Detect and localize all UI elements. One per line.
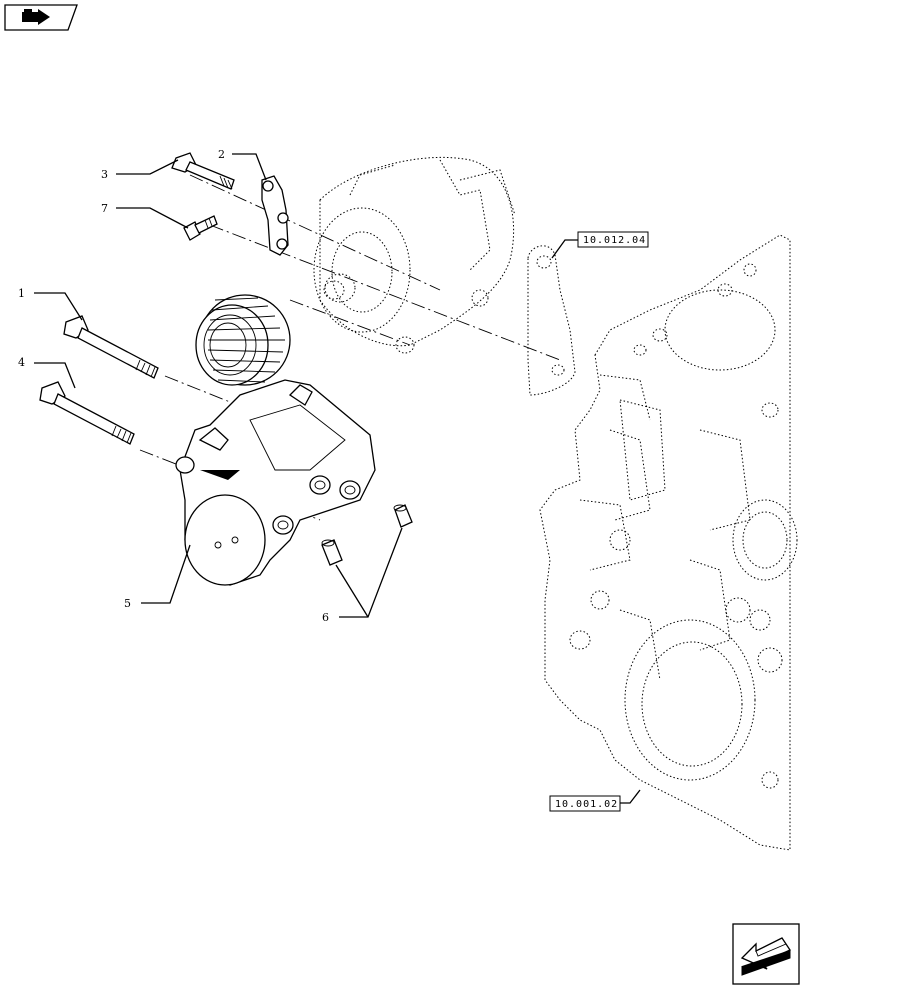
- callout-5: 5: [124, 597, 131, 610]
- pulley: [195, 294, 291, 386]
- mounting-plate: [527, 245, 576, 396]
- part-7-screw: [183, 215, 218, 241]
- part-2-bracket: [261, 175, 289, 256]
- part-6-bushing-b: [321, 539, 343, 566]
- alternator: [313, 156, 516, 354]
- callout-6: 6: [322, 611, 329, 624]
- engine-block: [539, 234, 798, 851]
- part-5-tensioner: [175, 379, 376, 586]
- part-6-bushing-a: [393, 504, 413, 528]
- leader-lines: [34, 153, 641, 804]
- ref-box-top[interactable]: 10.012.04: [577, 231, 649, 248]
- ref-box-bottom[interactable]: 10.001.02: [549, 795, 621, 812]
- next-page-arrow-icon[interactable]: [732, 923, 800, 985]
- ref-top-label: 10.012.04: [583, 235, 646, 246]
- part-1-bolt: [63, 315, 159, 379]
- part-3-bolt: [171, 152, 235, 190]
- callout-7: 7: [101, 202, 108, 215]
- book-arrow-icon[interactable]: [4, 4, 78, 31]
- callout-2: 2: [218, 148, 225, 161]
- part-4-bolt: [39, 381, 135, 445]
- ref-bottom-label: 10.001.02: [555, 799, 618, 810]
- callout-4: 4: [18, 356, 25, 369]
- callout-3: 3: [101, 168, 108, 181]
- callout-1: 1: [18, 287, 25, 300]
